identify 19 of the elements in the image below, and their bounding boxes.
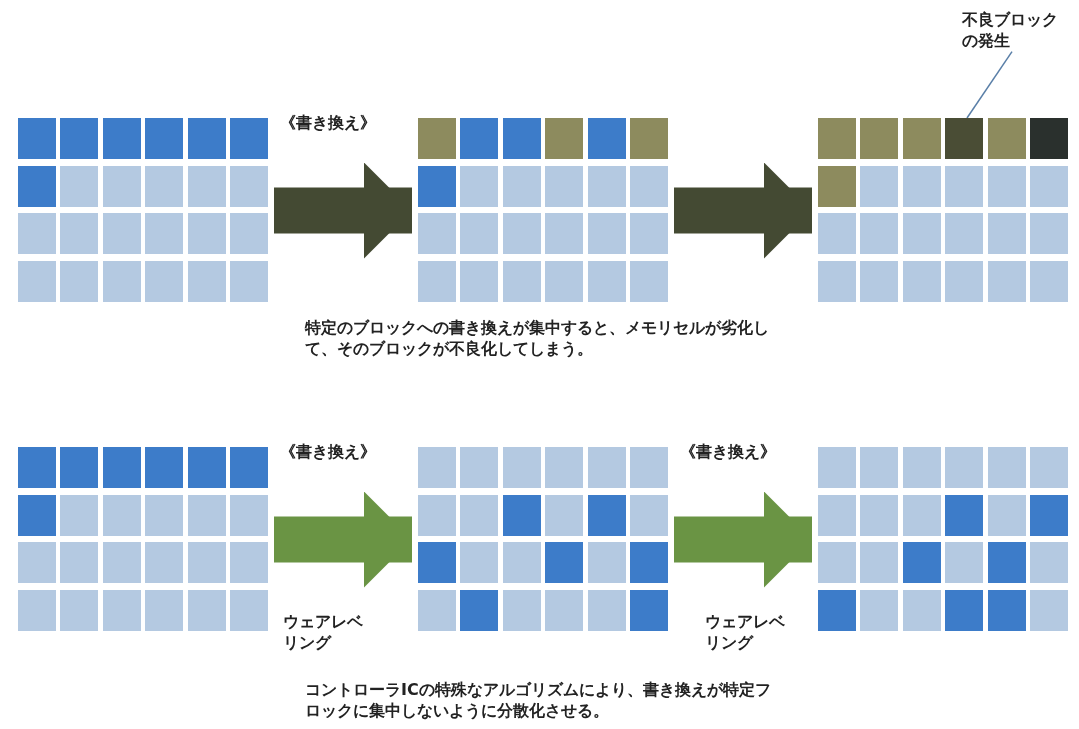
block-arrow [674, 491, 812, 588]
process-label: ウェアレベリング [705, 612, 785, 654]
block-arrow [274, 491, 412, 588]
memory-block-grid [418, 447, 668, 632]
edge-label: 《書き換え》 [680, 441, 776, 463]
process-label: ウェアレベリング [283, 612, 363, 654]
caption-text: コントローラICの特殊なアルゴリズムにより、書き換えが特定フロックに集中しないように分散化させる。 [305, 680, 772, 722]
memory-block-grid [18, 118, 268, 303]
leader-line [966, 50, 1013, 119]
memory-block-grid [418, 118, 668, 303]
block-arrow [674, 162, 812, 259]
memory-block-grid [818, 118, 1068, 303]
edge-label: 《書き換え》 [280, 112, 376, 134]
edge-label: 《書き換え》 [280, 441, 376, 463]
caption-text: 特定のブロックへの書き換えが集中すると、メモリセルが劣化して、そのブロックが不良化してしまう。 [305, 318, 770, 360]
callout-text: 不良ブロックの発生 [962, 10, 1062, 52]
memory-block-grid [818, 447, 1068, 632]
memory-block-grid [18, 447, 268, 632]
block-arrow [274, 162, 412, 259]
